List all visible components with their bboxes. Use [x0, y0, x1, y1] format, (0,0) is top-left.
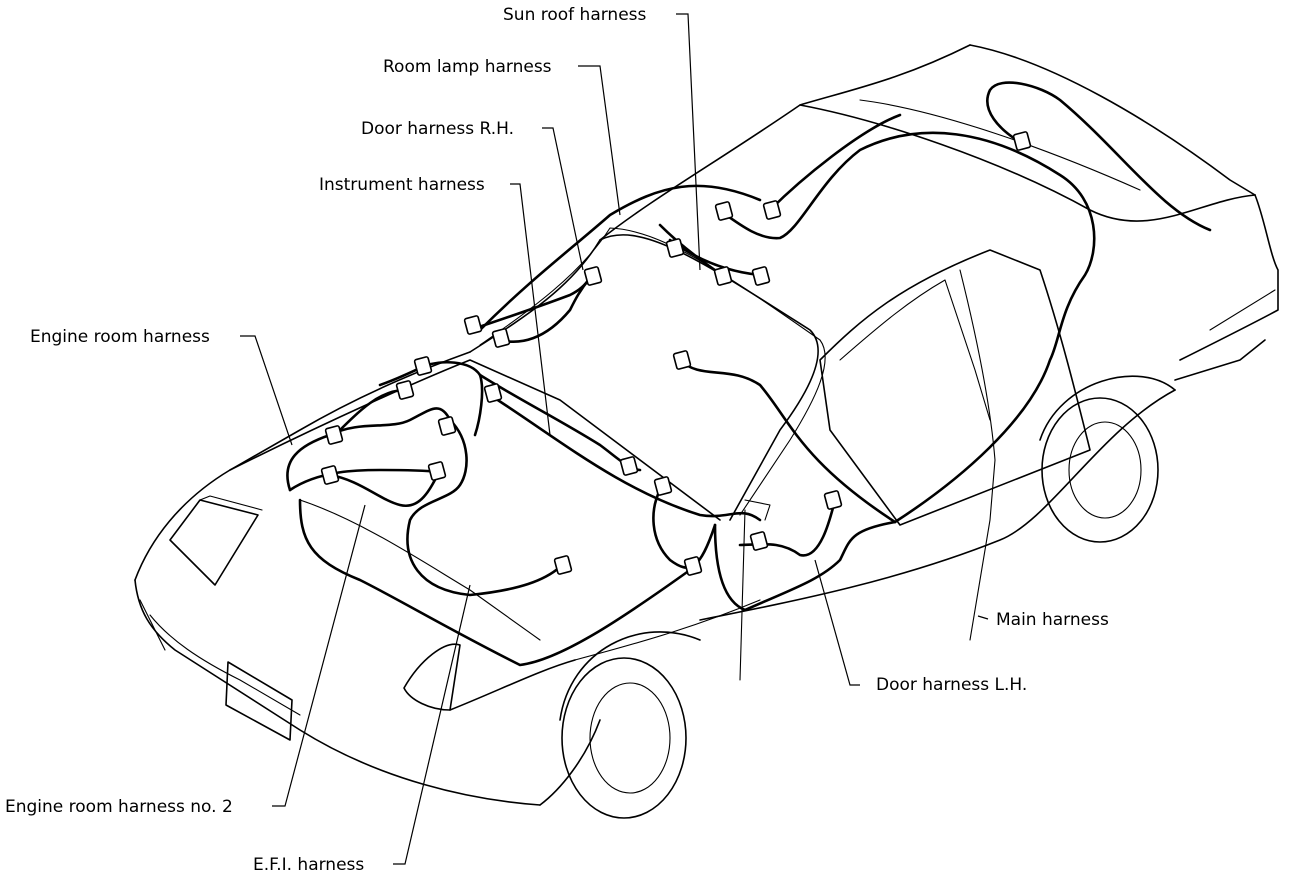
- connector: [583, 266, 603, 286]
- label-engine-room-harness-no2: Engine room harness no. 2: [5, 797, 233, 817]
- connector: [395, 380, 415, 400]
- connector: [749, 531, 769, 551]
- callout-labels: Sun roof harness Room lamp harness Door …: [5, 5, 1109, 875]
- leader-lines: [240, 13, 989, 865]
- label-instrument-harness: Instrument harness: [319, 175, 485, 195]
- connector: [437, 416, 457, 436]
- label-main-harness: Main harness: [996, 610, 1109, 630]
- connector: [483, 383, 503, 403]
- connector: [427, 461, 447, 481]
- connector: [1012, 131, 1032, 151]
- connector: [324, 425, 344, 445]
- connector: [463, 315, 483, 335]
- connector: [619, 456, 639, 476]
- connector: [683, 556, 703, 576]
- label-engine-room-harness: Engine room harness: [30, 327, 210, 347]
- connector: [714, 201, 734, 221]
- connector: [653, 476, 673, 496]
- label-sun-roof-harness: Sun roof harness: [503, 5, 647, 25]
- label-door-harness-rh: Door harness R.H.: [361, 119, 514, 139]
- connector: [413, 356, 433, 376]
- label-room-lamp-harness: Room lamp harness: [383, 57, 552, 77]
- car-body: [134, 44, 1279, 819]
- harness-wires: [286, 81, 1212, 667]
- connector: [713, 266, 733, 286]
- connector: [762, 200, 782, 220]
- connector: [823, 490, 843, 510]
- connector: [672, 350, 692, 370]
- connector: [665, 238, 685, 258]
- connector: [320, 465, 340, 485]
- connector: [491, 328, 511, 348]
- label-door-harness-lh: Door harness L.H.: [876, 675, 1027, 695]
- harness-connectors: [320, 131, 1032, 576]
- connector: [751, 266, 771, 286]
- label-efi-harness: E.F.I. harness: [253, 855, 364, 875]
- connector: [553, 555, 573, 575]
